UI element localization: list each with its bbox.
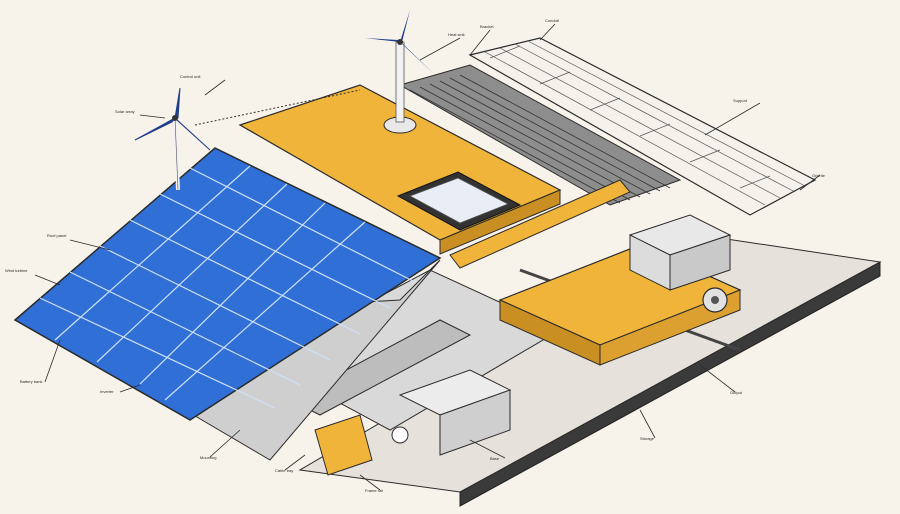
callout-10: Base <box>490 456 500 461</box>
callout-leaders <box>34 23 821 491</box>
motor-hub <box>711 296 719 304</box>
grey-unit-front <box>439 389 511 456</box>
callout-12: Output <box>730 390 743 395</box>
louver-lines <box>409 74 671 204</box>
solar-array <box>13 147 442 421</box>
skylight-glass <box>409 177 509 224</box>
callout-7: Mounting <box>200 455 216 460</box>
callout-11: Storage <box>640 436 655 441</box>
wind-turbine-left <box>134 87 211 191</box>
callout-5: Battery bank <box>20 379 42 384</box>
battery-block-front <box>599 289 741 366</box>
yellow-roof-edge <box>439 189 561 255</box>
callout-14: Grid tie <box>812 173 826 178</box>
callout-9: Frame rail <box>365 488 383 493</box>
callout-3: Roof panel <box>47 233 66 238</box>
callout-13: Support <box>733 98 748 103</box>
callout-15: Heat sink <box>448 32 465 37</box>
solar-cell-grid <box>39 165 416 409</box>
callout-6: Inverter <box>100 389 114 394</box>
callout-2: Solar array <box>115 109 135 114</box>
callout-17: Conduit <box>545 18 560 23</box>
mechanical-rail <box>449 179 631 269</box>
yellow-unit <box>314 414 373 476</box>
coil-element <box>391 426 409 444</box>
inverter-box-side <box>629 234 671 291</box>
callout-8: Cable tray <box>275 468 293 473</box>
callout-1: Control unit <box>180 74 201 79</box>
callout-16: Bracket <box>480 24 494 29</box>
callout-4: Wind turbine <box>5 268 28 273</box>
wind-turbine-top <box>365 10 435 134</box>
truss-lines <box>484 40 806 206</box>
turbine-guide-line <box>194 89 361 126</box>
